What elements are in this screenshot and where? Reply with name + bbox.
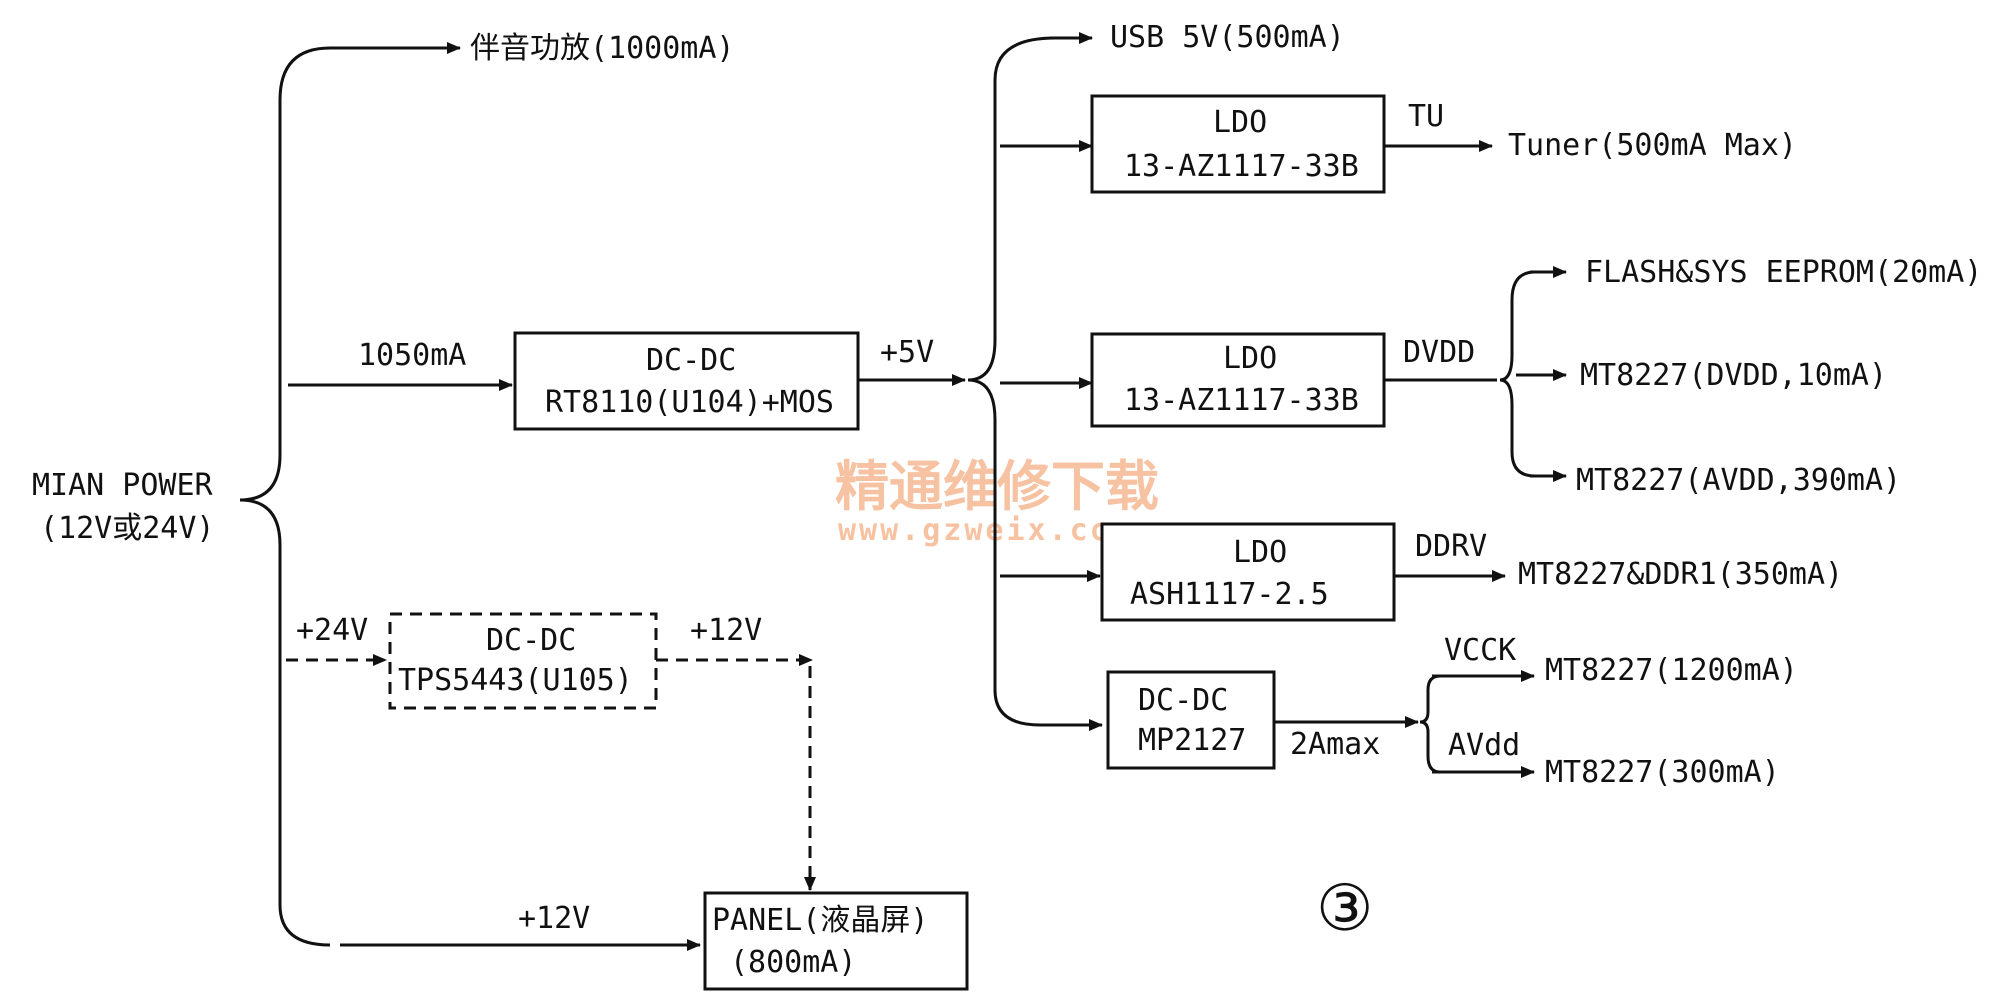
vcck-rail: VCCK [1444, 633, 1516, 668]
mt8227-avdd-mp-load: MT8227(300mA) [1545, 755, 1780, 790]
tps5443-input-label: +24V [296, 613, 368, 648]
panel-title: PANEL(液晶屏) [712, 903, 928, 938]
mp2127-current: 2Amax [1290, 727, 1380, 762]
main-power-voltage: (12V或24V) [40, 511, 215, 546]
panel-input-label: +12V [518, 901, 590, 936]
rt8110-box [513, 331, 860, 431]
tps5443-title: DC-DC [486, 623, 576, 658]
watermark-text: 精通维修下载 [835, 455, 1159, 518]
ddr-load: MT8227&DDR1(350mA) [1518, 557, 1843, 592]
panel-current: (800mA) [730, 945, 856, 980]
tps5443-box [388, 612, 658, 710]
dvdd-brace [1499, 270, 1536, 478]
ldo-tuner-box [1090, 94, 1386, 194]
ldo-ddr-title: LDO [1233, 535, 1287, 570]
panel-box [703, 891, 969, 991]
ldo-dvdd-part: 13-AZ1117-33B [1124, 383, 1359, 418]
watermark-url: www.gzweix.com [838, 513, 1133, 548]
tuner-load: Tuner(500mA Max) [1508, 128, 1797, 163]
usb-label: USB 5V(500mA) [1110, 20, 1345, 55]
mp2127-brace [1419, 674, 1441, 774]
mp2127-title: DC-DC [1138, 683, 1228, 718]
mt8227-dvdd-load: MT8227(DVDD,10mA) [1580, 358, 1887, 393]
five-volt-brace [967, 36, 1056, 727]
main-power-label: MIAN POWER [32, 468, 214, 503]
mt8227-vcck-load: MT8227(1200mA) [1545, 653, 1798, 688]
rt8110-input-current: 1050mA [358, 338, 466, 373]
ldo-ddr-rail: DDRV [1415, 529, 1487, 564]
mp2127-box [1106, 670, 1276, 770]
main-power-brace [239, 46, 331, 947]
flash-eeprom-load: FLASH&SYS EEPROM(20mA) [1585, 255, 1982, 290]
audio-amp-label: 伴音功放(1000mA) [470, 31, 735, 66]
ldo-tuner-title: LDO [1213, 105, 1267, 140]
rt8110-title: DC-DC [646, 343, 736, 378]
figure-number: ③ [1316, 872, 1373, 946]
ldo-ddr-part: ASH1117-2.5 [1130, 577, 1329, 612]
ldo-dvdd-title: LDO [1223, 341, 1277, 376]
avdd-mp-rail: AVdd [1448, 728, 1520, 763]
tps5443-output-label: +12V [690, 613, 762, 648]
mp2127-part: MP2127 [1138, 723, 1246, 758]
ldo-tuner-rail: TU [1408, 99, 1444, 134]
mt8227-avdd-load: MT8227(AVDD,390mA) [1576, 463, 1901, 498]
rt8110-part: RT8110(U104)+MOS [545, 385, 834, 420]
rt8110-output-label: +5V [880, 335, 934, 370]
ldo-dvdd-rail: DVDD [1403, 335, 1475, 370]
ldo-tuner-part: 13-AZ1117-33B [1124, 149, 1359, 184]
tps5443-part: TPS5443(U105) [398, 663, 633, 698]
ldo-ddr-box [1100, 522, 1396, 622]
